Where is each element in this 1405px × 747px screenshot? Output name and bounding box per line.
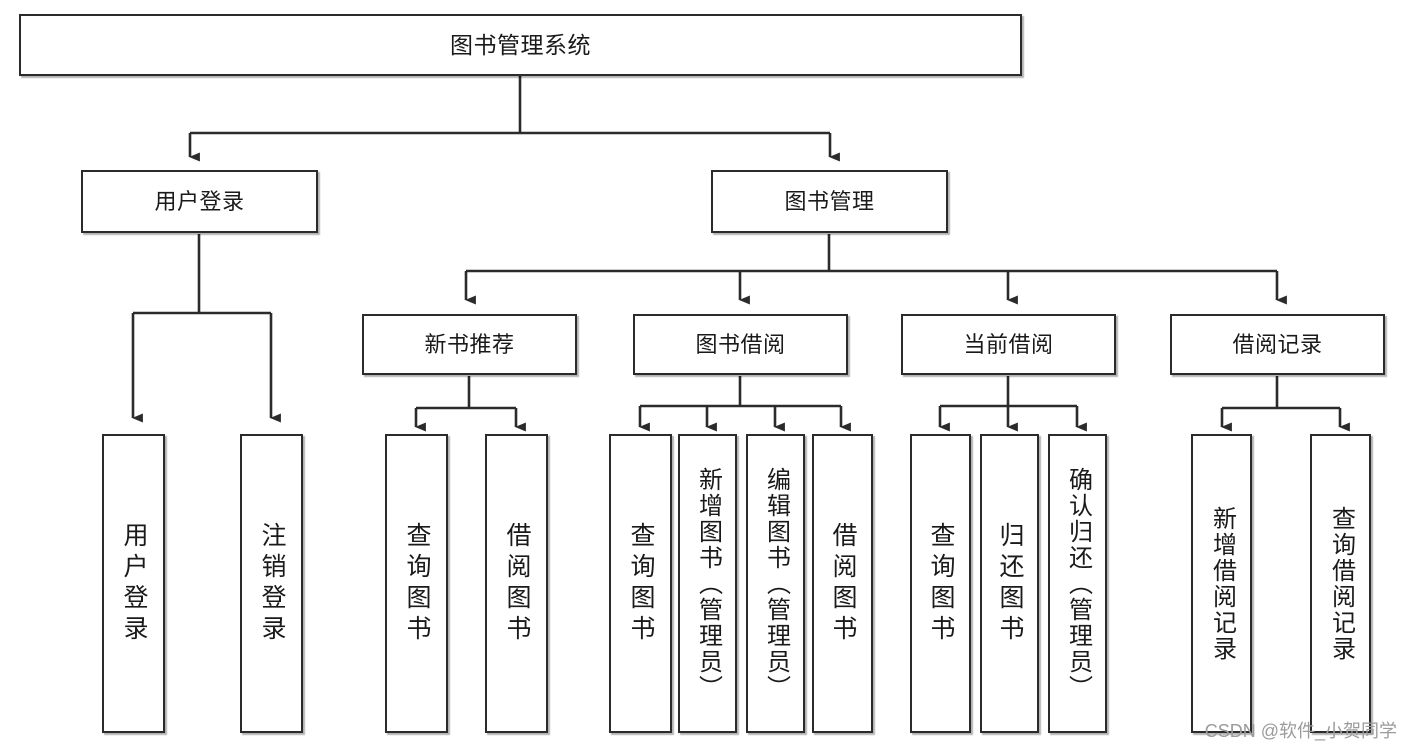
node-label: 注销登录 xyxy=(258,521,286,646)
node-label: 查询借阅记录 xyxy=(1327,505,1355,662)
node-current-borrow[interactable]: 当前借阅 xyxy=(901,314,1116,375)
node-book-management[interactable]: 图书管理 xyxy=(711,170,948,233)
leaf-borrow-record-query[interactable]: 查询借阅记录 xyxy=(1310,434,1371,733)
node-label: 用户登录 xyxy=(120,521,148,646)
node-root-book-management-system[interactable]: 图书管理系统 xyxy=(19,14,1022,76)
leaf-book-borrow-borrow[interactable]: 借阅图书 xyxy=(812,434,873,733)
node-label: 查询图书 xyxy=(927,521,955,646)
leaf-borrow-record-add[interactable]: 新增借阅记录 xyxy=(1191,434,1252,733)
node-label: 查询图书 xyxy=(627,521,655,646)
leaf-new-book-borrow[interactable]: 借阅图书 xyxy=(485,434,548,733)
node-label: 新书推荐 xyxy=(424,331,515,357)
node-label: 用户登录 xyxy=(154,188,245,214)
edges-new-book xyxy=(414,376,526,432)
node-label: 查询图书 xyxy=(403,521,431,646)
node-borrow-record[interactable]: 借阅记录 xyxy=(1170,314,1385,375)
leaf-current-borrow-query[interactable]: 查询图书 xyxy=(910,434,971,733)
leaf-user-login-login[interactable]: 用户登录 xyxy=(102,434,165,733)
edges-book-manage xyxy=(464,234,1287,305)
node-label: 归还图书 xyxy=(996,521,1024,646)
leaf-user-login-logout[interactable]: 注销登录 xyxy=(240,434,303,733)
node-label: 图书管理系统 xyxy=(450,31,591,58)
node-user-login[interactable]: 用户登录 xyxy=(81,170,318,233)
node-label: 借阅图书 xyxy=(829,521,857,646)
node-label: 新增借阅记录 xyxy=(1208,505,1236,662)
leaf-book-borrow-query[interactable]: 查询图书 xyxy=(609,434,672,733)
node-new-book-recommend[interactable]: 新书推荐 xyxy=(362,314,577,375)
node-book-borrow[interactable]: 图书借阅 xyxy=(633,314,848,375)
node-label: 图书借阅 xyxy=(695,331,786,357)
node-label: 编辑图书（管理员） xyxy=(762,466,790,701)
node-label: 借阅记录 xyxy=(1232,331,1323,357)
leaf-book-borrow-add[interactable]: 新增图书（管理员） xyxy=(678,434,737,733)
node-label: 借阅图书 xyxy=(503,521,531,646)
node-label: 新增图书（管理员） xyxy=(694,466,722,701)
leaf-current-borrow-return[interactable]: 归还图书 xyxy=(980,434,1039,733)
node-label: 当前借阅 xyxy=(963,331,1054,357)
edges-current-borrow xyxy=(938,376,1087,432)
edges-root xyxy=(188,76,840,162)
node-label: 图书管理 xyxy=(784,188,875,214)
edges-borrow-record xyxy=(1220,376,1350,432)
leaf-current-borrow-confirm-return[interactable]: 确认归还（管理员） xyxy=(1048,434,1107,733)
leaf-new-book-query[interactable]: 查询图书 xyxy=(385,434,448,733)
edges-book-borrow xyxy=(638,376,851,432)
edges-user-login xyxy=(131,234,281,423)
leaf-book-borrow-edit[interactable]: 编辑图书（管理员） xyxy=(746,434,805,733)
node-label: 确认归还（管理员） xyxy=(1064,466,1092,701)
